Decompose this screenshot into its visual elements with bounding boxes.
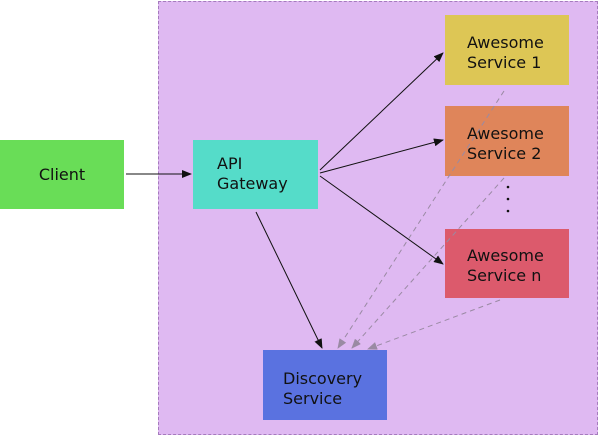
client-label: Client (38, 164, 86, 184)
awesome-service-2-node: Awesome Service 2 (445, 106, 569, 176)
dashed-arrow-service-1-to-discovery (337, 90, 505, 349)
service-1-label-line2: Service 1 (467, 53, 542, 72)
discovery-service-node: Discovery Service (263, 350, 387, 420)
discovery-label-line1: Discovery (283, 369, 363, 388)
arrow-gateway-to-discovery (255, 211, 323, 349)
arrow-gateway-to-service-1 (319, 52, 444, 171)
awesome-service-1-node: Awesome Service 1 (445, 15, 569, 85)
service-2-label-line1: Awesome (467, 124, 544, 143)
dashed-arrow-service-n-to-discovery (367, 299, 501, 350)
dashed-arrow-service-2-to-discovery (351, 177, 505, 349)
arrow-gateway-to-service-2 (319, 138, 444, 174)
arrow-gateway-to-service-n (319, 175, 444, 265)
client-node: Client (0, 140, 124, 209)
service-1-label-line1: Awesome (467, 33, 544, 52)
discovery-label-line2: Service (283, 389, 343, 408)
service-n-label-line2: Service n (467, 266, 542, 285)
api-gateway-node: API Gateway (193, 140, 318, 209)
ellipsis-dots (506, 185, 510, 213)
api-gateway-label-line2: Gateway (217, 174, 288, 193)
api-gateway-label-line1: API (217, 154, 243, 173)
awesome-service-n-node: Awesome Service n (445, 229, 569, 298)
service-2-label-line2: Service 2 (467, 144, 542, 163)
service-n-label-line1: Awesome (467, 246, 544, 265)
